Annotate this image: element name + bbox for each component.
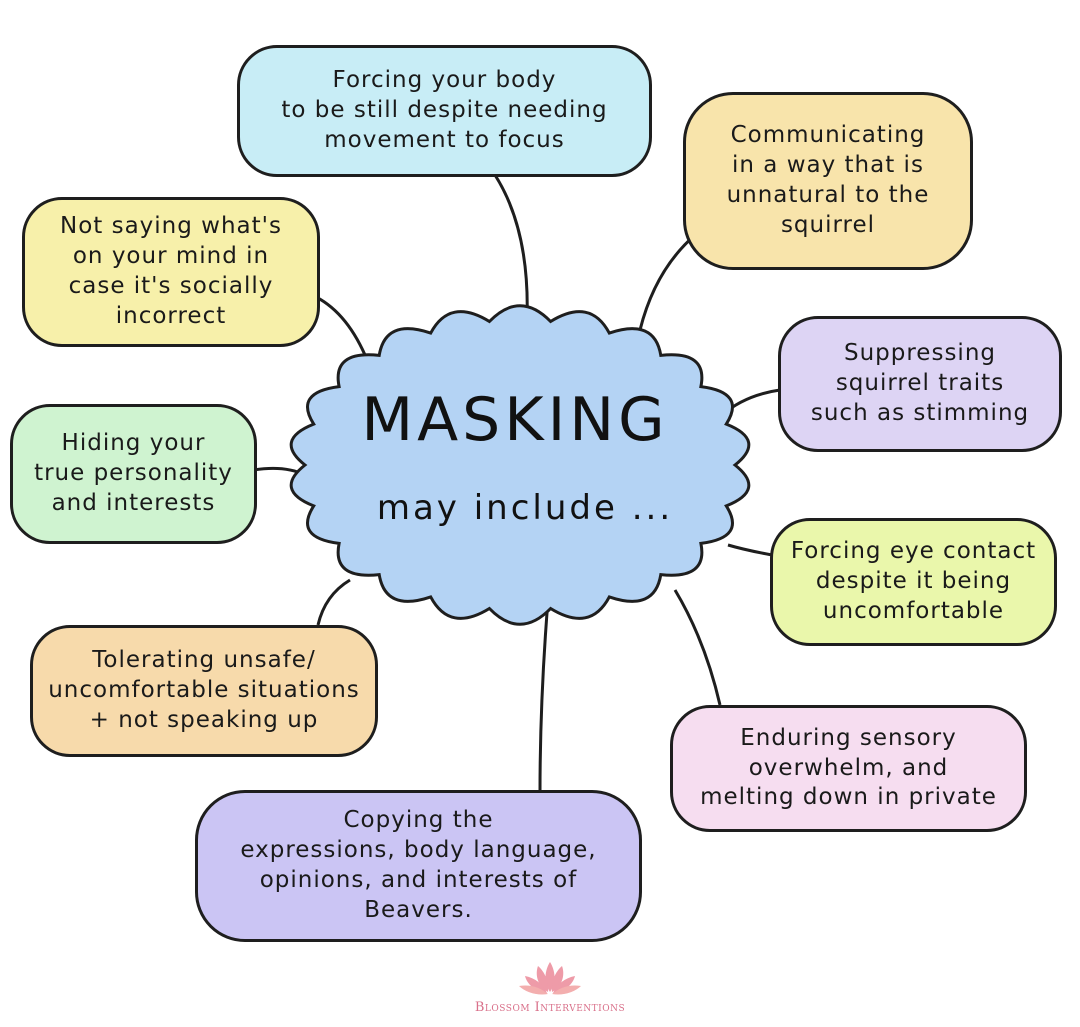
bubble-text: Copying the expressions, body language, …	[240, 807, 597, 923]
bubble-hiding: Hiding your true personality and interes…	[10, 404, 257, 544]
bubble-not-saying: Not saying what's on your mind in case i…	[22, 197, 320, 347]
bubble-text: Suppressing squirrel traits such as stim…	[810, 340, 1030, 426]
bubble-copying: Copying the expressions, body language, …	[195, 790, 642, 942]
bubble-text: Tolerating unsafe/ uncomfortable situati…	[48, 647, 360, 733]
connector-line	[727, 543, 773, 557]
logo: Blossom Interventions	[430, 960, 670, 1015]
connector-line	[673, 589, 722, 706]
connector-line	[316, 578, 351, 626]
bubble-text: Communicating in a way that is unnatural…	[726, 122, 930, 238]
logo-text: Blossom Interventions	[474, 1000, 626, 1015]
cloud-shape	[289, 304, 751, 626]
connector-line	[493, 174, 529, 321]
center-title: MASKING	[361, 385, 669, 455]
bubble-eye-contact: Forcing eye contact despite it being unc…	[770, 518, 1057, 646]
bubble-communicating: Communicating in a way that is unnatural…	[683, 92, 973, 270]
connector-line	[638, 233, 696, 331]
bubble-enduring: Enduring sensory overwhelm, and melting …	[670, 705, 1027, 832]
center-subtitle: may include ...	[376, 488, 674, 528]
bubble-still-body: Forcing your body to be still despite ne…	[237, 45, 652, 177]
bubble-text: Enduring sensory overwhelm, and melting …	[700, 724, 997, 811]
bubble-text: Not saying what's on your mind in case i…	[60, 213, 282, 329]
bubble-text: Forcing your body to be still despite ne…	[281, 67, 608, 153]
bubble-text: Forcing eye contact despite it being unc…	[790, 538, 1037, 624]
bubble-tolerating: Tolerating unsafe/ uncomfortable situati…	[30, 625, 378, 757]
connector-line	[538, 599, 550, 793]
bubble-text: Hiding your true personality and interes…	[34, 430, 233, 516]
lotus-icon	[519, 962, 581, 995]
bubble-suppressing: Suppressing squirrel traits such as stim…	[778, 316, 1062, 452]
